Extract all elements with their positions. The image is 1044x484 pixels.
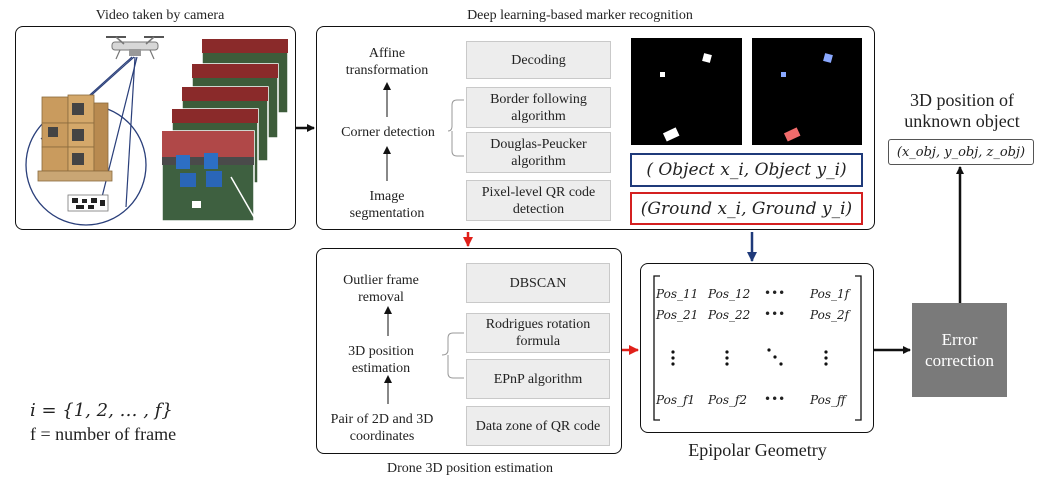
object-position-output: (x_obj, y_obj, z_obj) [888, 139, 1034, 165]
pallet-boxes [37, 94, 113, 182]
method-border-following: Border following algorithm [466, 87, 611, 128]
object-coordinate-box: ( Object x_i, Object y_i) [630, 153, 863, 187]
matrix-dots-row2: ••• [764, 307, 786, 321]
matrix-cell-12: Pos_12 [708, 287, 751, 301]
matrix-cell-21: Pos_21 [656, 308, 699, 322]
error-correction-box: Error correction [912, 303, 1007, 397]
floor-qr-icon [67, 194, 109, 212]
step-outlier-frame-removal: Outlier frame removal [343, 273, 419, 305]
method-decoding: Decoding [466, 41, 611, 79]
matrix-cell-1f: Pos_1f [810, 287, 850, 301]
drone-title: Drone 3D position estimation [386, 461, 554, 476]
video-title: Video taken by camera [95, 8, 225, 23]
step-3d-position-estimation: 3D position estimation [348, 344, 414, 376]
matrix-cell-ff: Pos_ff [810, 393, 846, 407]
drone-icon [106, 36, 164, 60]
legend-index: i = {1, 2, … , f} [30, 400, 173, 421]
legend-frame-count: f = number of frame [30, 424, 177, 444]
matrix-dots-row1: ••• [764, 286, 786, 300]
deep-learning-title: Deep learning-based marker recognition [467, 8, 693, 23]
method-douglas-peucker: Douglas-Peucker algorithm [466, 132, 611, 173]
step-affine-transformation: Affine transformation [345, 46, 429, 78]
unknown-object-title: 3D position of unknown object [904, 90, 1020, 131]
matrix-cell-2f: Pos_2f [810, 308, 850, 322]
matrix-dots-row4: ••• [764, 392, 786, 406]
method-epnp: EPnP algorithm [466, 359, 610, 399]
matrix-cell-22: Pos_22 [708, 308, 751, 322]
step-image-segmentation: Image segmentation [349, 189, 425, 221]
position-matrix: Pos_11 Pos_12 ••• Pos_1f Pos_21 Pos_22 •… [640, 263, 874, 433]
matrix-cell-f2: Pos_f2 [708, 393, 748, 407]
method-rodrigues: Rodrigues rotation formula [466, 313, 610, 353]
method-dbscan: DBSCAN [466, 263, 610, 303]
method-qr-data-zone: Data zone of QR code [466, 406, 610, 446]
step-corner-detection: Corner detection [341, 125, 435, 140]
step-2d-3d-pairs: Pair of 2D and 3D coordinates [330, 412, 434, 444]
epipolar-title: Epipolar Geometry [688, 440, 827, 460]
video-panel [15, 26, 296, 230]
matrix-cell-f1: Pos_f1 [656, 393, 696, 407]
segmentation-mask-raw [631, 38, 742, 145]
segmentation-mask-classified [752, 38, 862, 145]
epipolar-panel [640, 263, 874, 433]
video-frames [161, 38, 289, 222]
method-pixel-level-qr: Pixel-level QR code detection [466, 180, 611, 221]
ground-coordinate-box: (Ground x_i, Ground y_i) [630, 192, 863, 225]
video-illustration [25, 36, 289, 226]
matrix-cell-11: Pos_11 [656, 287, 699, 301]
